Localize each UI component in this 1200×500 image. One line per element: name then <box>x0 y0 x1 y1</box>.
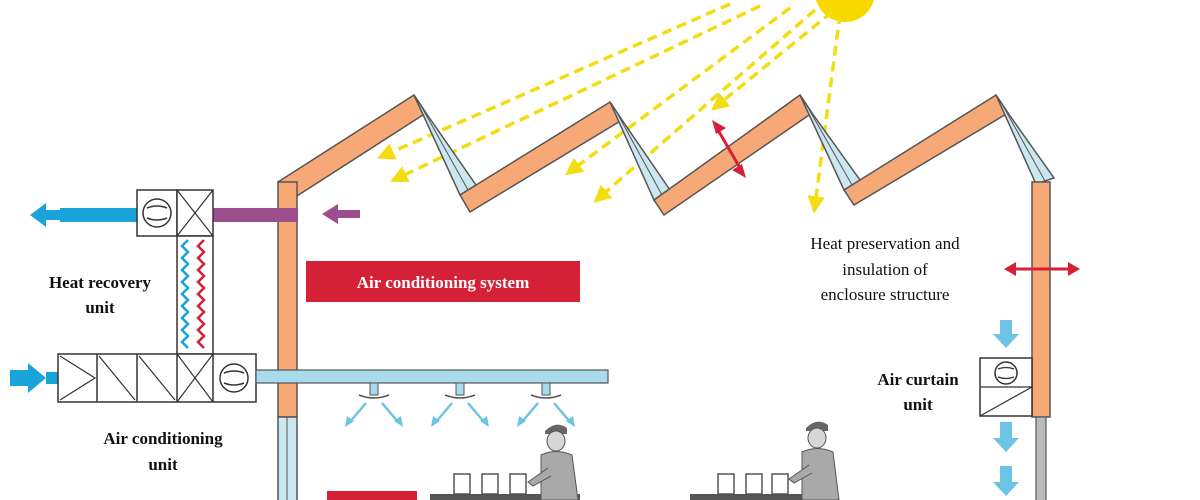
exhaust-inlet-arrow <box>322 204 360 224</box>
bidirectional-arrow-icon <box>1004 262 1080 276</box>
sun-icon <box>816 0 874 22</box>
air-curtain-down-arrow-1 <box>993 422 1019 452</box>
heat-recovery-label-line1: Heat recovery <box>49 273 152 292</box>
roof-slope-3 <box>842 93 1010 207</box>
ac-unit-label-line1: Air conditioning <box>103 429 223 448</box>
right-wall-lower <box>1035 416 1047 500</box>
worker-left <box>430 424 580 500</box>
work-table-left <box>430 494 580 500</box>
worker-icon <box>788 421 840 500</box>
right-wall <box>1031 181 1051 418</box>
worker-right <box>690 421 840 500</box>
supply-duct <box>255 369 609 396</box>
ac-system-banner <box>306 261 580 302</box>
work-table-right <box>690 494 820 500</box>
heat-recovery-unit <box>136 189 214 355</box>
fan-icon <box>142 198 172 228</box>
air-curtain-label-line1: Air curtain <box>877 370 959 389</box>
air-curtain-down-arrow-2 <box>993 466 1019 496</box>
air-curtain-down-arrow-top <box>993 320 1019 348</box>
air-conditioning-unit <box>10 353 257 403</box>
exhaust-duct <box>30 203 360 227</box>
bidirectional-arrow-icon <box>712 120 746 178</box>
air-curtain-label-line2: unit <box>903 395 933 414</box>
heat-preservation-label-line2: insulation of <box>842 260 928 279</box>
ac-system-banner-text: Air conditioning system <box>357 273 530 292</box>
heat-preservation-label-line1: Heat preservation and <box>810 234 960 253</box>
sun-rays <box>376 2 842 214</box>
worker-icon <box>527 424 579 500</box>
heat-preservation-label-line3: enclosure structure <box>821 285 950 304</box>
heat-recovery-label-line2: unit <box>85 298 115 317</box>
supply-intake-arrow <box>10 363 46 393</box>
lower-red-banner <box>327 491 417 500</box>
diffuser-icon <box>345 394 403 427</box>
fan-icon <box>994 361 1018 385</box>
fan-icon <box>219 363 249 393</box>
ac-unit-label-line2: unit <box>148 455 178 474</box>
diffuser-icon <box>517 394 575 427</box>
diffuser-icon <box>431 394 489 427</box>
roof-slope-1 <box>458 100 624 214</box>
air-curtain-unit <box>979 320 1033 496</box>
